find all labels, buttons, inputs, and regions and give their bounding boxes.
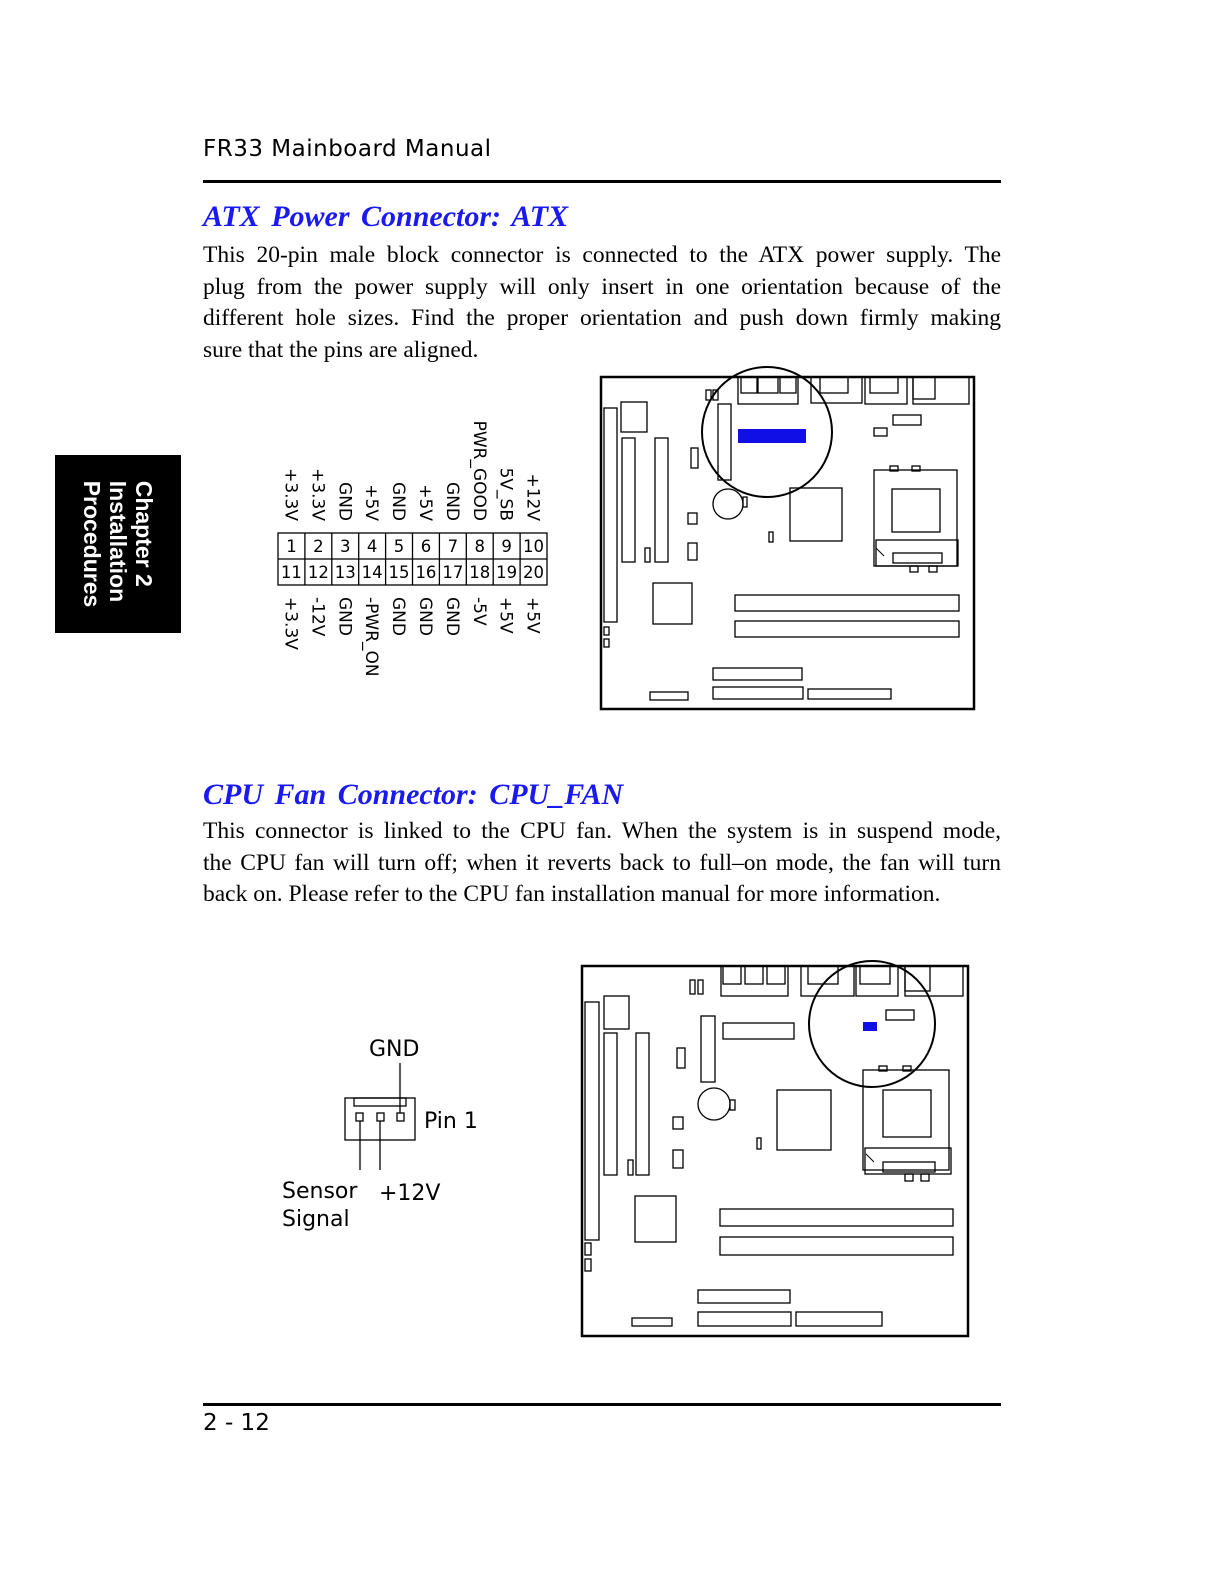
header-rule (203, 180, 1001, 183)
chapter-side-tab: Chapter 2 Installation Procedures (55, 455, 181, 633)
cpu-fan-highlight (863, 1022, 877, 1031)
atx-bottom-pin-label: +5V (496, 597, 516, 634)
atx-pin-number: 6 (421, 537, 432, 556)
page-number: 2 - 12 (203, 1410, 270, 1436)
atx-bottom-pin-label: +5V (523, 597, 543, 634)
atx-bottom-pin-label: -5V (469, 597, 489, 626)
tab-line-installation: Installation (105, 480, 131, 603)
atx-pin-number: 14 (362, 563, 383, 582)
fan-connector-body (344, 1097, 416, 1141)
atx-section-title: ATX Power Connector: ATX (203, 200, 569, 233)
atx-pin-number: 4 (367, 537, 378, 556)
atx-top-pin-label: GND (442, 482, 462, 521)
atx-pin-labels: +3.3V +3.3V +3.3V -12V GND GND +5V -PWR_ON GND GN… (280, 421, 542, 677)
atx-pin-number: 17 (442, 563, 463, 582)
fan-label-signal: Signal (282, 1207, 350, 1232)
atx-bottom-pin-label: +3.3V (280, 597, 300, 650)
fan-pin-3 (355, 1112, 364, 1122)
fan-label-pin1: Pin 1 (424, 1109, 478, 1134)
atx-top-pin-label: +3.3V (280, 468, 300, 521)
atx-top-pin-label: +5V (415, 484, 435, 521)
cpu-fan-paragraph: This connector is linked to the CPU fan.… (203, 816, 1001, 911)
atx-bottom-pin-label: -PWR_ON (361, 597, 381, 677)
manual-header: FR33 Mainboard Manual (203, 136, 492, 162)
atx-top-pin-label: GND (388, 482, 408, 521)
atx-pin-number: 19 (496, 563, 517, 582)
cpu-fan-location-circle (808, 960, 936, 1088)
atx-pin-number: 8 (475, 537, 486, 556)
atx-bottom-pin-label: GND (388, 597, 408, 636)
atx-pin-number: 13 (335, 563, 356, 582)
atx-pin-number: 3 (340, 537, 351, 556)
atx-line-3: different hole sizes. Find the proper or… (203, 305, 1001, 331)
atx-bottom-pin-label: GND (415, 597, 435, 636)
atx-pin-number: 12 (308, 563, 329, 582)
tab-line-procedures: Procedures (79, 480, 105, 608)
atx-location-circle (701, 366, 833, 498)
atx-line-1: This 20-pin male block connector is conn… (203, 242, 1001, 268)
atx-pin-number: 15 (389, 563, 410, 582)
atx-pin-number: 2 (313, 537, 324, 556)
atx-bottom-pin-label: GND (442, 597, 462, 636)
atx-pin-grid (277, 532, 548, 586)
fan-label-gnd: GND (369, 1037, 419, 1062)
atx-highlight (738, 429, 806, 443)
atx-pin-number: 1 (286, 537, 297, 556)
cpu-fan-line-1: This connector is linked to the CPU fan.… (203, 818, 1001, 844)
atx-top-pin-label: +3.3V (307, 468, 327, 521)
atx-top-pin-label: GND (334, 482, 354, 521)
atx-top-pin-label: +12V (523, 473, 543, 521)
atx-line-4: sure that the pins are aligned. (203, 336, 479, 363)
atx-top-pin-label: 5V_SB (496, 468, 516, 521)
atx-top-pin-label: PWR_GOOD (469, 421, 489, 521)
atx-pin-number: 9 (501, 537, 512, 556)
atx-pin-number: 11 (281, 563, 302, 582)
atx-pin-number: 20 (523, 563, 544, 582)
atx-line-2: plug from the power supply will only ins… (203, 273, 1001, 300)
cpu-fan-line-2: the CPU fan will turn off; when it rever… (203, 849, 1001, 876)
atx-pin-number: 18 (469, 563, 490, 582)
cpu-fan-line-3: back on. Please refer to the CPU fan ins… (203, 881, 941, 907)
atx-paragraph: This 20-pin male block connector is conn… (203, 240, 1001, 366)
fan-label-12v: +12V (379, 1181, 440, 1206)
fan-label-sensor: Sensor (282, 1179, 358, 1204)
atx-pin-number: 5 (394, 537, 405, 556)
atx-bottom-pin-label: -12V (307, 597, 327, 637)
fan-pin-1 (396, 1112, 405, 1122)
footer-rule (203, 1403, 1001, 1406)
atx-pin-number: 7 (448, 537, 459, 556)
tab-line-chapter: Chapter 2 (131, 480, 157, 587)
atx-top-pin-label: +5V (361, 484, 381, 521)
fan-pin-2 (376, 1112, 385, 1122)
cpu-fan-section-title: CPU Fan Connector: CPU_FAN (203, 778, 624, 811)
atx-pin-number: 16 (415, 563, 436, 582)
atx-bottom-pin-label: GND (334, 597, 354, 636)
atx-pin-number: 10 (523, 537, 544, 556)
